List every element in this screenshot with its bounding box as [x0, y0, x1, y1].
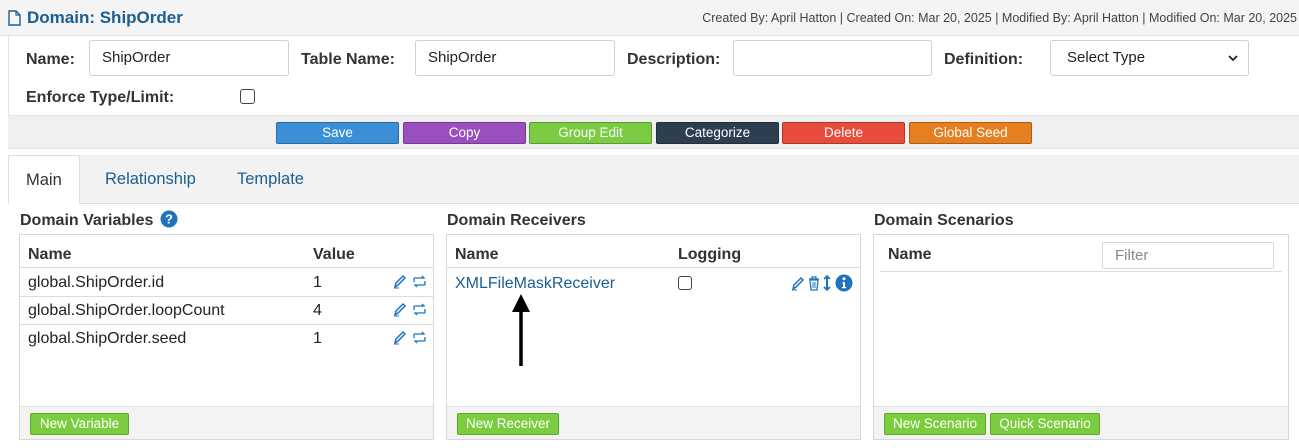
trash-icon[interactable] — [808, 276, 820, 291]
delete-button[interactable]: Delete — [782, 122, 905, 144]
variables-footer: New Variable — [20, 406, 433, 439]
receivers-footer: New Receiver — [447, 406, 860, 439]
help-icon[interactable]: ? — [160, 210, 178, 228]
definition-select-value: Select Type — [1067, 49, 1146, 66]
global-seed-button[interactable]: Global Seed — [909, 122, 1032, 144]
header-divider — [20, 267, 433, 268]
description-label: Description: — [627, 51, 721, 68]
swap-icon[interactable] — [412, 275, 427, 288]
scenarios-footer: New Scenario Quick Scenario — [874, 406, 1288, 439]
header-divider — [447, 267, 860, 268]
table-name-label: Table Name: — [301, 51, 395, 68]
variable-value: 4 — [313, 302, 322, 319]
variable-value: 1 — [313, 274, 322, 291]
new-variable-button[interactable]: New Variable — [30, 413, 129, 435]
pencil-icon[interactable] — [393, 330, 407, 345]
tab-main[interactable]: Main — [8, 155, 80, 204]
chevron-down-icon — [1228, 55, 1238, 62]
pencil-icon[interactable] — [393, 302, 407, 317]
receiver-name-link[interactable]: XMLFileMaskReceiver — [455, 275, 616, 292]
page-title: Domain: ShipOrder — [27, 8, 183, 27]
definition-select[interactable]: Select Type — [1050, 40, 1249, 76]
scenarios-col-name: Name — [888, 246, 932, 263]
variable-name: global.ShipOrder.loopCount — [28, 302, 225, 319]
audit-info: Created By: April Hatton | Created On: M… — [702, 11, 1297, 25]
table-name-input[interactable]: ShipOrder — [415, 40, 615, 76]
new-receiver-button[interactable]: New Receiver — [457, 413, 559, 435]
save-button[interactable]: Save — [276, 122, 399, 144]
receivers-col-name: Name — [455, 246, 499, 263]
header-divider — [880, 271, 1282, 272]
swap-icon[interactable] — [412, 303, 427, 316]
domain-receivers-title: Domain Receivers — [447, 212, 586, 229]
svg-text:?: ? — [165, 212, 173, 227]
variables-col-name: Name — [28, 246, 72, 263]
domain-scenarios-title: Domain Scenarios — [874, 212, 1014, 229]
enforce-type-label: Enforce Type/Limit: — [26, 89, 175, 106]
quick-scenario-button[interactable]: Quick Scenario — [990, 413, 1100, 435]
variable-name: global.ShipOrder.seed — [28, 330, 187, 347]
new-scenario-button[interactable]: New Scenario — [884, 413, 986, 435]
tab-bar: Main Relationship Template — [8, 155, 1299, 204]
enforce-type-checkbox[interactable] — [240, 89, 255, 104]
swap-icon[interactable] — [412, 331, 427, 344]
description-input[interactable] — [733, 40, 932, 76]
tab-relationship[interactable]: Relationship — [105, 170, 196, 188]
domain-header: Domain: ShipOrder Created By: April Hatt… — [0, 0, 1299, 36]
document-icon — [8, 10, 21, 26]
reorder-icon[interactable] — [823, 275, 831, 291]
name-input[interactable]: ShipOrder — [89, 40, 289, 76]
annotation-arrow — [512, 294, 530, 366]
logging-checkbox[interactable] — [678, 276, 692, 290]
receivers-col-logging: Logging — [678, 246, 742, 263]
pencil-icon[interactable] — [393, 274, 407, 289]
copy-button[interactable]: Copy — [403, 122, 526, 144]
name-label: Name: — [26, 51, 75, 68]
info-icon[interactable] — [835, 274, 853, 292]
categorize-button[interactable]: Categorize — [656, 122, 779, 144]
domain-form: Name: ShipOrder Table Name: ShipOrder De… — [8, 36, 1299, 115]
scenarios-panel: Name Filter New Scenario Quick Scenario — [873, 234, 1289, 440]
row-divider — [20, 324, 433, 325]
scenario-filter-input[interactable]: Filter — [1102, 242, 1274, 269]
variable-value: 1 — [313, 330, 322, 347]
action-bar: Save Copy Group Edit Categorize Delete G… — [8, 115, 1299, 149]
row-divider — [20, 296, 433, 297]
variable-name: global.ShipOrder.id — [28, 274, 165, 291]
tab-template[interactable]: Template — [237, 170, 304, 188]
variables-panel: Name Value global.ShipOrder.id 1 global.… — [19, 234, 434, 440]
pencil-icon[interactable] — [791, 276, 805, 291]
group-edit-button[interactable]: Group Edit — [529, 122, 652, 144]
definition-label: Definition: — [944, 51, 1024, 68]
variables-col-value: Value — [313, 246, 355, 263]
domain-variables-title: Domain Variables — [20, 212, 154, 229]
receivers-panel: Name Logging XMLFileMaskReceiver New Rec… — [446, 234, 861, 440]
